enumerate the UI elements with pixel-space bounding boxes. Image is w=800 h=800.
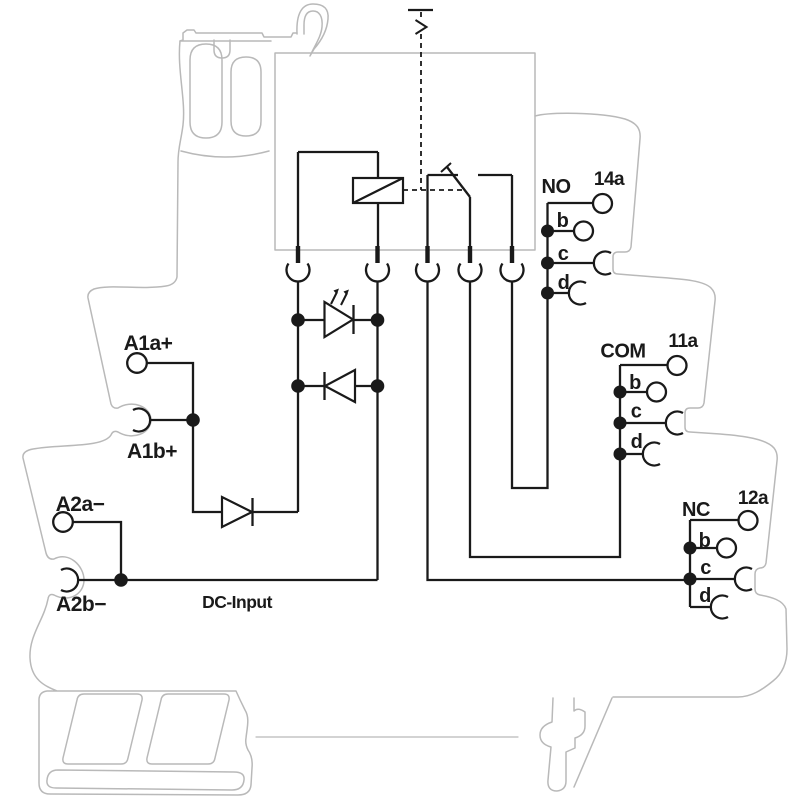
housing-outline [22,3,788,796]
com-contact-group [613,354,688,467]
socket-arc [414,262,441,283]
label-com-c: c [631,401,642,423]
led-light-arrowhead-icon [343,289,349,296]
lever-ledge [179,40,272,158]
junction-dot [370,313,385,327]
label-no-c: c [558,243,569,265]
label-a1a: A1a+ [124,332,173,355]
rail-clamp-diagonal [573,697,613,788]
relay-compartment-box [274,52,536,251]
relay-switch [426,162,514,247]
led-light-arrowhead-icon [333,288,339,295]
coil-top-link [298,150,380,178]
led-symbol [323,300,356,339]
label-nc: NC [682,499,710,521]
label-14a: 14a [594,169,625,190]
manual-override-chevron-icon [414,19,429,35]
lever-slot-right [230,56,262,137]
foot-stadium [46,769,245,791]
no-run [510,203,549,490]
nc-b-terminal [715,537,738,559]
a1-input-branch [126,352,298,529]
junction-dot [370,379,385,393]
socket-pin [295,246,301,263]
nc-contact-group [683,509,759,620]
label-nc-b: b [699,530,711,552]
led-light-arrow [340,292,348,306]
terminal-14a [591,192,614,215]
nc-run [426,281,690,582]
series-diode-symbol [220,495,255,529]
a2-input-branch [52,511,378,593]
socket-a2b [60,567,80,593]
label-11a: 11a [668,331,698,352]
a1a-wire [146,361,195,420]
rail-clamp [539,697,586,792]
socket-pin [425,246,430,263]
a1-down-wire [191,420,222,514]
socket-arc [499,262,525,283]
label-a1b: A1b+ [127,440,177,463]
junction-dot [291,379,305,393]
labels: A1a+ A1b+ A2a− A2b− DC-Input NO 14a b c … [56,169,770,616]
relay-coil [296,150,405,247]
a2a-wire [72,520,123,580]
switch-no-contact [478,173,514,247]
socket-pin [467,246,473,263]
contact-runs [426,203,690,582]
label-a2b: A2b− [56,593,106,616]
no-c-socket [592,250,612,276]
nc-c-socket [733,566,753,592]
switch-nc-contact [426,173,458,247]
module-sockets [285,246,525,283]
label-com: COM [600,341,645,363]
switch-arm [446,166,471,198]
foot-slot-left [62,693,143,765]
socket-a1b [132,407,152,433]
label-com-d: d [631,431,643,453]
coil-diagonal [352,176,404,205]
com-c-socket [664,410,684,436]
foot-slot-right [146,693,230,765]
no-contact-group [541,192,614,306]
pole-run [468,281,622,559]
socket-pin [375,246,380,263]
no-d-socket [567,280,587,306]
label-12a: 12a [738,488,769,509]
terminal-11a [666,354,688,377]
led-light-arrow [330,291,338,305]
label-no-d: d [558,272,570,294]
com-b-terminal [645,381,668,403]
terminal-a1a [126,352,148,374]
label-dc-input: DC-Input [202,592,273,612]
com-d-socket [641,441,661,467]
label-nc-c: c [700,557,711,579]
socket-pin [509,246,515,263]
terminal-12a [737,509,759,532]
label-a2a: A2a− [56,493,105,516]
label-nc-d: d [699,585,711,607]
lever-pocket [213,39,231,59]
socket-arc [364,262,391,283]
coil-drive-network [291,281,385,580]
nc-d-socket [709,594,729,620]
test-actuator [403,8,463,191]
label-no-b: b [557,210,569,232]
socket-arc [457,262,483,283]
housing-left-profile [22,29,298,796]
freewheel-diode-symbol [322,368,357,404]
no-b-terminal [572,220,595,242]
lever-slot-left [189,43,223,139]
socket-arc [285,262,311,283]
label-com-b: b [629,372,641,394]
switch-arm-tick [440,162,452,173]
junction-dot [291,313,305,327]
housing-right-profile [534,112,788,698]
mounting-hook [296,3,329,57]
label-no: NO [542,176,571,198]
